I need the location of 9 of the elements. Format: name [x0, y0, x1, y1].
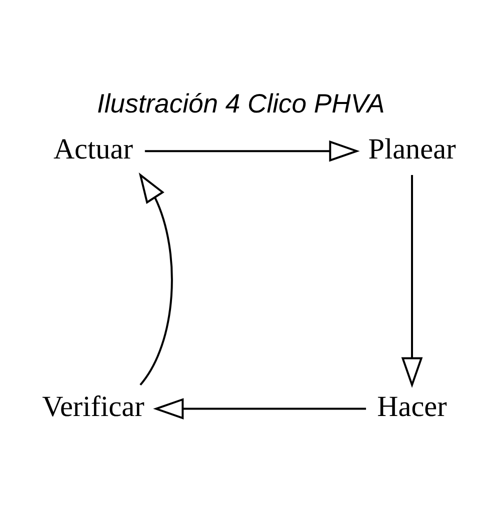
arrow: [144, 140, 360, 162]
arrow: [153, 398, 366, 420]
arrow: [138, 172, 173, 386]
arrow: [401, 175, 423, 388]
node-text: Actuar: [53, 134, 133, 166]
node-text: Planear: [368, 134, 456, 166]
node-text: Hacer: [377, 391, 447, 424]
node-text: Verificar: [42, 391, 144, 424]
diagram-title: Ilustración 4 Clico PHVA: [97, 88, 385, 119]
